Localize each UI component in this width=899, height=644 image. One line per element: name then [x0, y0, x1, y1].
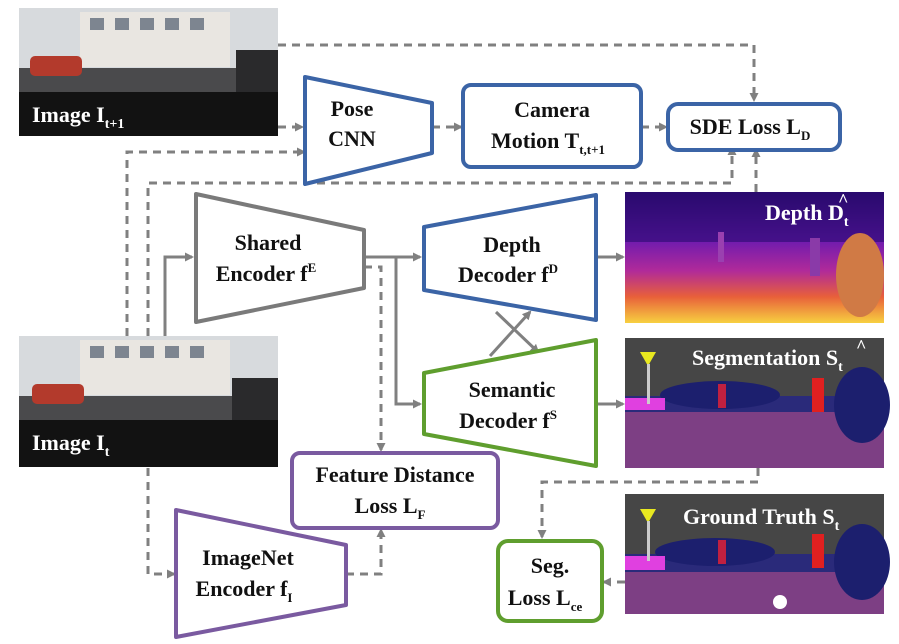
arrow-image-t-to-imagenet [146, 468, 176, 579]
feature-loss-block: Feature Distance Loss LF [290, 451, 500, 530]
shared-encoder-line2: Encoder fE [216, 260, 317, 286]
arrow-image-t-to-sde [146, 146, 737, 336]
pose-cnn-block: Pose CNN [303, 75, 434, 186]
arrow-shared-to-feature [364, 265, 386, 452]
arrow-imagenet-to-feature [346, 528, 386, 576]
arrow-seg-to-segloss [537, 468, 760, 539]
camera-motion-line2: Motion Tt,t+1 [491, 128, 605, 157]
seg-loss-block: Seg. Loss Lce [496, 539, 604, 623]
depth-decoder-line1: Depth [483, 232, 540, 257]
semantic-decoder-line2: Decoder fS [459, 407, 557, 433]
arrow-cross-2 [494, 310, 540, 354]
depth-image-panel: Depth Dt ^ [625, 190, 884, 323]
arrow-image-t-to-shared [163, 252, 194, 336]
image-t1-panel: Image It+1 [19, 8, 278, 136]
arrow-image-t-to-pose [125, 147, 306, 336]
image-t-label: Image It [32, 430, 110, 460]
depth-image-label: Depth Dt [765, 200, 849, 230]
image-t1-label: Image It+1 [32, 102, 124, 132]
segmentation-image-label: Segmentation St [692, 345, 843, 375]
imagenet-encoder-block: ImageNet Encoder fI [174, 508, 348, 639]
segmentation-hat-icon: ^ [856, 336, 866, 356]
imagenet-encoder-line2: Encoder fI [196, 576, 293, 605]
ground-truth-image-label: Ground Truth St [683, 504, 840, 534]
segmentation-image-panel: Segmentation St ^ [625, 336, 890, 468]
shared-encoder-line1: Shared [235, 230, 302, 255]
image-t-panel: Image It [19, 336, 278, 467]
shared-encoder-block: Shared Encoder fE [194, 192, 366, 324]
feature-loss-line1: Feature Distance [315, 462, 474, 487]
semantic-decoder-block: Semantic Decoder fS [422, 338, 598, 468]
sde-loss-block: SDE Loss LD [666, 102, 842, 152]
sde-loss-label: SDE Loss LD [690, 114, 811, 143]
arrows [125, 43, 761, 587]
pose-cnn-line2: CNN [328, 126, 376, 151]
imagenet-encoder-line1: ImageNet [202, 545, 294, 570]
arrow-cross-1 [488, 310, 532, 358]
camera-motion-line1: Camera [514, 97, 590, 122]
pose-cnn-line1: Pose [331, 96, 374, 121]
seg-loss-line1: Seg. [531, 553, 570, 578]
semantic-decoder-line1: Semantic [469, 377, 556, 402]
depth-decoder-line2: Decoder fD [458, 261, 558, 287]
seg-loss-line2: Loss Lce [508, 585, 583, 614]
arrow-image-t1-to-sde [278, 43, 759, 102]
feature-loss-line2: Loss LF [355, 493, 426, 522]
depth-decoder-block: Depth Decoder fD [422, 193, 598, 322]
ground-truth-image-panel: Ground Truth St [625, 494, 890, 624]
camera-motion-block: Camera Motion Tt,t+1 [461, 83, 643, 169]
arrow-shared-to-semantic [394, 257, 422, 409]
depth-hat-icon: ^ [838, 190, 848, 210]
